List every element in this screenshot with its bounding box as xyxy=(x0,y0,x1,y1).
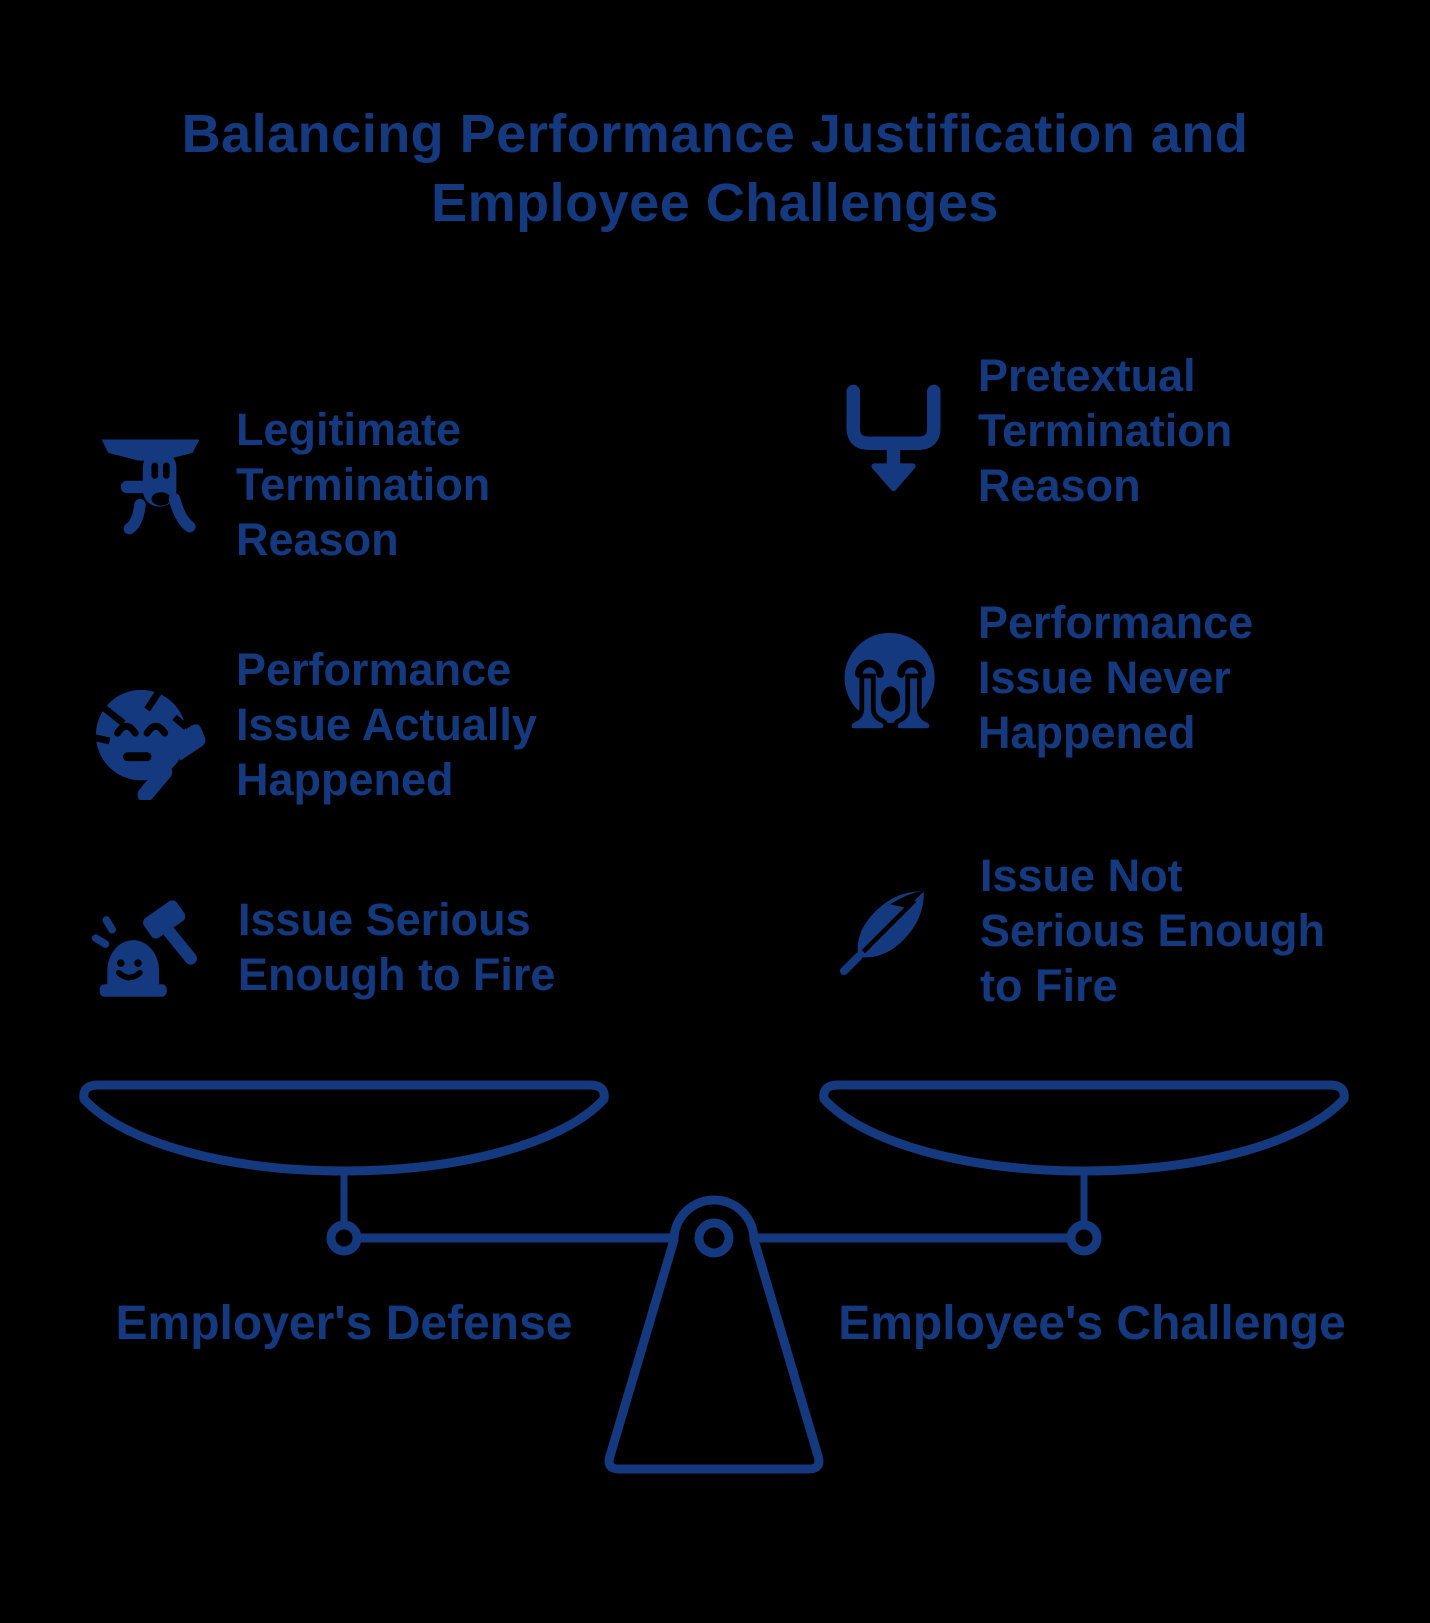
item-label: Performance Issue Actually Happened xyxy=(236,644,537,805)
left-hanger-ring xyxy=(326,1220,362,1256)
judge-bench-icon xyxy=(101,439,200,535)
inspect-face-icon xyxy=(91,689,206,800)
scale-base xyxy=(604,1195,824,1474)
item-label: Issue Not Serious Enough to Fire xyxy=(980,850,1326,1011)
item-label: Pretextual Termination Reason xyxy=(978,350,1233,511)
alarm-mallet-icon xyxy=(92,900,197,997)
feather-icon xyxy=(839,891,924,976)
right-pan xyxy=(819,1080,1349,1176)
right-pan-label: Employee's Challenge xyxy=(838,1297,1346,1350)
left-pan-label: Employer's Defense xyxy=(115,1297,573,1350)
item-label: Legitimate Termination Reason xyxy=(236,404,491,565)
page-title: Balancing Performance Justification and … xyxy=(181,104,1249,233)
left-pan xyxy=(79,1080,609,1176)
merge-arrow-icon xyxy=(846,384,941,492)
right-hanger-ring xyxy=(1066,1220,1102,1256)
crying-face-icon xyxy=(844,632,935,734)
item-label: Issue Serious Enough to Fire xyxy=(238,894,556,1000)
pivot xyxy=(694,1218,734,1258)
item-label: Performance Issue Never Happened xyxy=(978,597,1254,758)
balance-scale xyxy=(79,1080,1349,1474)
